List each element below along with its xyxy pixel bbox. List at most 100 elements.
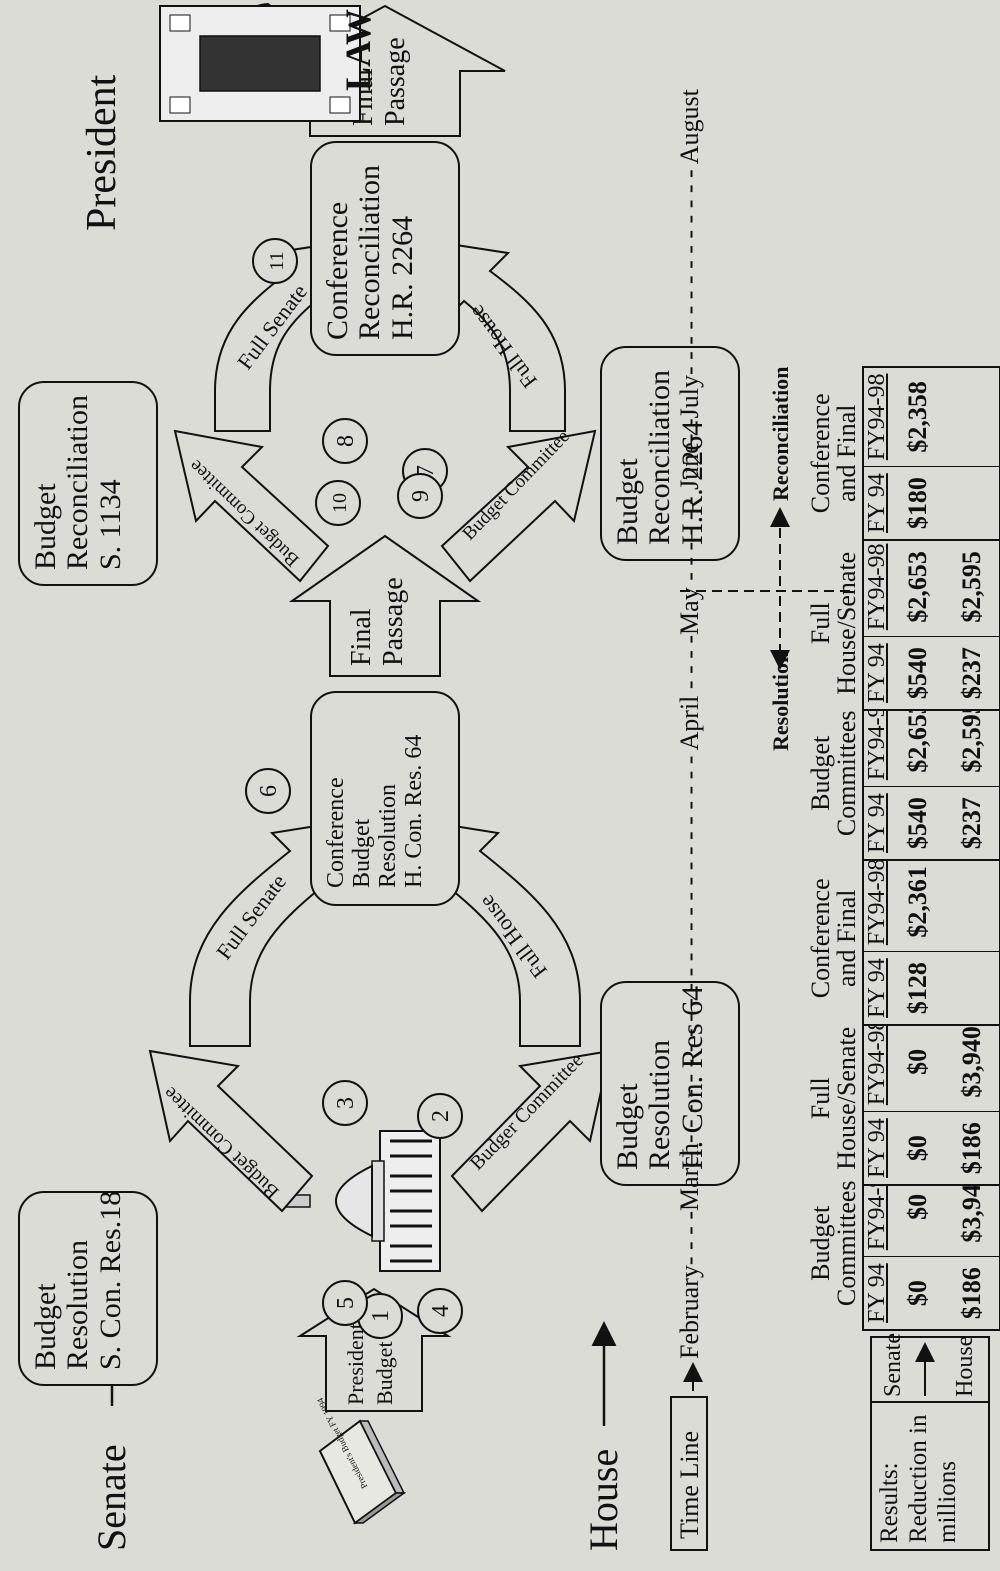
results-col-header: FY 94 [863,466,891,540]
step-number-8: 8 [333,435,359,447]
conference-reconciliation-box: Conference Reconciliation H.R. 2264 [310,141,460,356]
step-number-2: 2 [428,1110,454,1122]
results-senate-value: $0 [891,1111,945,1185]
final-passage-label-2b: Passage [380,37,411,126]
results-row-senate: Senate [880,1333,906,1397]
results-senate-value: $2,653 [903,551,932,623]
step-number-1: 1 [368,1310,394,1322]
results-stage-table: FY 94 FY94-98$180 $2,358 [862,365,1000,541]
step-circle-4 [417,1288,463,1334]
step-circle-6 [245,768,291,814]
svg-text:House: House [581,1449,626,1551]
timeline-text: February- - - -March- - - - - - - - - - … [675,89,704,1359]
senate-budget-resolution-box: Budget Resolution S. Con. Res.18 [18,1191,158,1386]
step-number-10: 10 [329,493,351,513]
results-senate-value: $180 [891,466,945,540]
capitol-icon [281,1130,441,1272]
results-col-header: FY94-98 [864,543,890,631]
step-number-4: 4 [428,1305,454,1317]
results-col-header: FY 94 [863,951,891,1025]
house-budget-resolution-box: Budget Resolution H. Con. Res 64 [600,981,740,1186]
results-col-header: FY 94 [863,786,891,860]
step-number-9: 9 [408,490,434,502]
results-row-house: House [952,1335,978,1397]
final-passage-arrow-1: Final Passage [288,534,482,677]
step-number-3: 3 [333,1097,359,1109]
resolution-phase-label: Resolution [768,651,793,751]
final-passage-label-1b: Passage [378,577,409,666]
results-label-box: Results: Reduction in millions [870,1401,990,1551]
budget-book-icon: President's Budget FY 1994 [315,1396,407,1525]
results-house-value [945,367,1000,467]
conference-budget-resolution-box: Conference Budget Resolution H. Con. Res… [310,691,460,906]
senate-budget-reconciliation-box: Budget Reconciliation S. 1134 [18,381,158,586]
results-label-line-1: Results: [876,1462,903,1543]
step-circle-2 [417,1093,463,1139]
step-circle-9 [397,473,443,519]
step-number-6: 6 [256,785,282,797]
results-house-value [945,852,1000,952]
results-col-header: FY 94 [863,1256,891,1330]
results-house-value: $237 [945,636,1000,710]
results-col-header: FY94-98 [864,1018,890,1106]
step-number-11: 11 [266,251,288,270]
white-house-icon [159,5,361,122]
results-house-value [945,466,1000,540]
results-col-header: FY 94 [863,1111,891,1185]
senate-budget-committee-arrow: Budget Committee [148,1049,314,1213]
house-budget-reconciliation-box: Budget Reconciliation H.R. 2264 [600,346,740,561]
results-row-labels: Senate House [870,1333,990,1401]
results-senate-value: $2,358 [903,381,932,453]
results-stage-table: FY 94 FY94-98$540 $2,653 $237 $2,595 [862,535,1000,711]
presidents-budget-label-2: Budget [372,1341,397,1405]
step-circle-10 [315,480,361,526]
results-label-line-3: millions [933,1461,961,1543]
senate-budget-committee-arrow-2: Budget Committee [173,429,330,583]
results-house-value [945,951,1000,1025]
step-circle-5 [322,1280,368,1326]
results-stage-table: FY 94 FY94-98$128 $2,361 [862,850,1000,1026]
final-passage-label-1a: Final [346,608,377,666]
timeline-label: Time Line [670,1396,708,1551]
results-label-line-2: Reduction in [904,1414,932,1543]
president-label: President [79,74,125,231]
house-budget-committee-arrow-2: Budget Committee [440,426,597,583]
reconciliation-phase-label: Reconciliation [768,367,793,501]
results-senate-value: $0 [903,1048,932,1075]
results-senate-value: $0 [891,1256,945,1330]
step-number-5: 5 [333,1297,359,1309]
results-house-value: $186 [945,1111,1000,1185]
step-circle-11 [252,238,298,284]
law-label: LAW [338,8,378,91]
house-chamber-label: House [581,1321,626,1551]
results-house-value: $3,940 [957,1026,986,1098]
results-col-header: FY94-98 [864,858,890,946]
results-senate-value: $540 [891,786,945,860]
step-circle-3 [322,1080,368,1126]
step-circle-8 [322,418,368,464]
results-col-header: FY 94 [863,636,891,710]
results-senate-value: $540 [891,636,945,710]
svg-text:Senate: Senate [89,1444,134,1551]
results-senate-value: $2,361 [903,866,932,938]
results-senate-value: $128 [891,951,945,1025]
results-house-value: $2,595 [957,551,986,623]
results-house-value: $237 [945,786,1000,860]
results-col-header: FY94-98 [864,373,890,461]
results-house-value: $186 [945,1256,1000,1330]
